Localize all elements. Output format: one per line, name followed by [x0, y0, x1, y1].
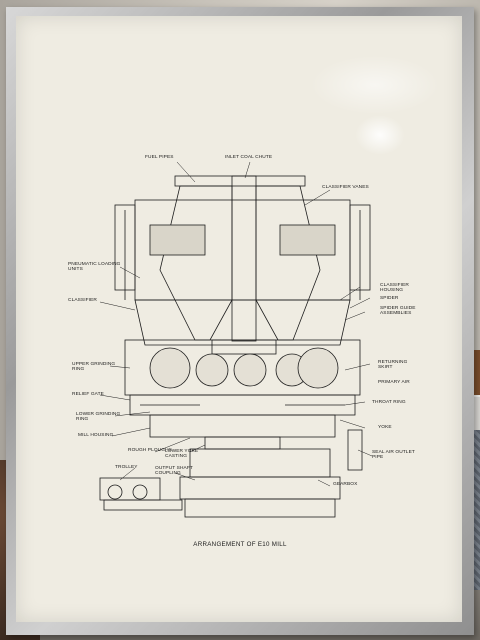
leader-lines [99, 161, 373, 487]
label-gearbox: GEARBOX [333, 482, 358, 487]
grinding-ball-3 [233, 353, 267, 387]
chute-outlet [211, 339, 277, 355]
trolley-wheel-1 [107, 484, 123, 500]
label-fuel-pipes: FUEL PIPES [145, 155, 174, 160]
label-returning-skirt: RETURNING SKIRT [378, 360, 408, 370]
label-relief-gate: RELIEF GATE [72, 392, 104, 397]
vane-box-left [149, 224, 206, 256]
label-spider: SPIDER [380, 296, 399, 301]
light-glare-spot [355, 115, 405, 155]
label-pneumatic-loading-units: PNEUMATIC LOADING UNITS [68, 262, 121, 272]
label-classifier: CLASSIFIER [68, 298, 97, 303]
label-classifier-vanes: CLASSIFIER VANES [322, 185, 369, 190]
label-throat-ring: THROAT RING [372, 400, 406, 405]
classifier-cone-right [255, 185, 321, 341]
label-upper-grinding-ring: UPPER GRINDING RING [72, 362, 116, 372]
label-yoke: YOKE [378, 425, 392, 430]
classifier-cone-left [159, 185, 233, 341]
label-trolley: TROLLEY [115, 465, 138, 470]
pneumatic-rods [124, 210, 361, 300]
label-seal-air-outlet-pipe: SEAL AIR OUTLET PIPE [372, 450, 415, 460]
label-inlet-coal-chute: INLET COAL CHUTE [225, 155, 273, 160]
chute-top-flange [174, 175, 306, 187]
yoke-casting [204, 436, 281, 450]
label-lower-grinding-ring: LOWER GRINDING RING [76, 412, 121, 422]
label-mill-housing: MILL HOUSING [78, 433, 114, 438]
light-glare [310, 55, 440, 115]
gearbox-base [179, 476, 341, 500]
foundation [184, 498, 336, 518]
seal-air-pipe [347, 429, 363, 471]
lower-yoke [149, 414, 336, 438]
poster-title: ARRANGEMENT OF E10 MILL [193, 541, 287, 548]
label-classifier-housing: CLASSIFIER HOUSING [380, 283, 409, 293]
inlet-coal-chute [231, 175, 257, 342]
label-rough-plough: ROUGH PLOUGHS [128, 448, 172, 453]
label-lower-yoke-casting: LOWER YOKE CASTING [165, 449, 199, 459]
label-spider-guide-assemblies: SPIDER GUIDE ASSEMBLIES [380, 306, 416, 316]
classifier-lower [134, 299, 351, 346]
label-primary-air: PRIMARY AIR [378, 380, 410, 385]
grinding-ball-5 [297, 347, 339, 389]
gearbox-body [189, 448, 331, 478]
trolley-rail [103, 499, 183, 511]
grinding-ball-2 [195, 353, 229, 387]
vane-box-right [279, 224, 336, 256]
grinding-ball-1 [149, 347, 191, 389]
trolley-wheel-2 [132, 484, 148, 500]
label-output-shaft-coupling: OUTPUT SHAFT COUPLING [155, 466, 193, 476]
